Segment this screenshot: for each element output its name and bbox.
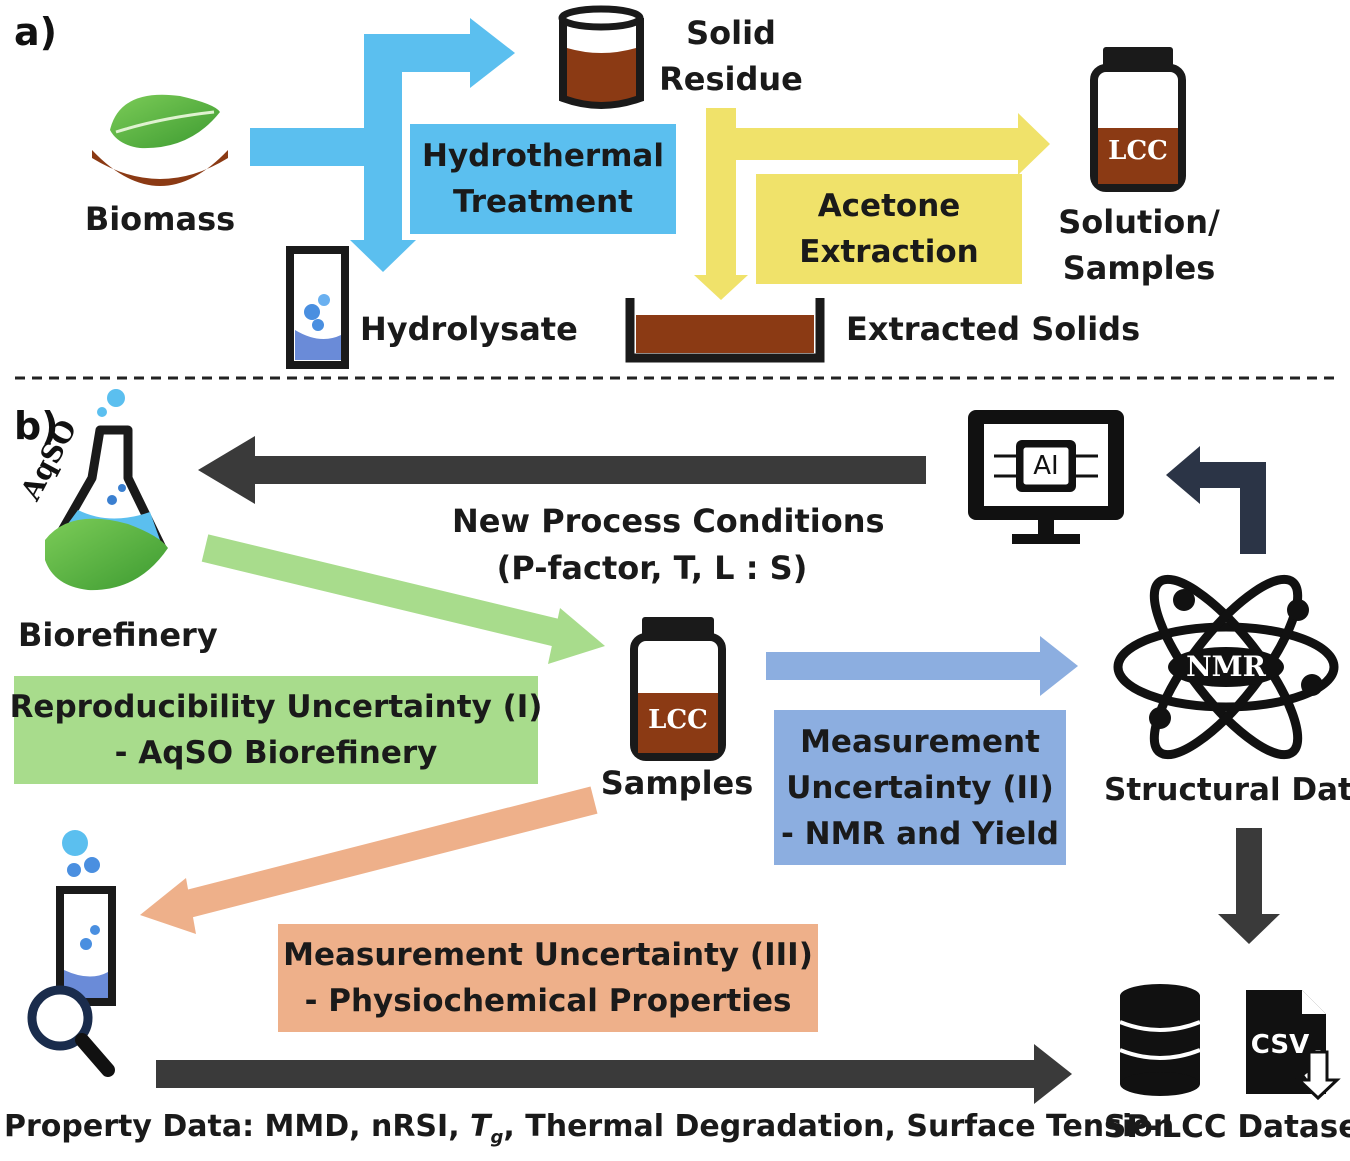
solution-samples-line2: Samples: [1062, 249, 1216, 287]
biomass-icon: [92, 94, 228, 186]
measurement-uncertainty-ii-box: Measurement Uncertainty (II) - NMR and Y…: [774, 710, 1066, 865]
tg-subscript: g: [490, 1127, 504, 1148]
structural-to-dataset-arrow: [1218, 828, 1280, 944]
samples-to-property-arrow: [140, 786, 598, 934]
samples-lcc-jar-label: LCC: [648, 705, 708, 735]
acetone-flow-arrows: [694, 108, 1050, 300]
hydrothermal-treatment-box: Hydrothermal Treatment: [410, 124, 676, 234]
hydrolysate-label: Hydrolysate: [360, 310, 578, 348]
csv-label: CSV: [1250, 1030, 1310, 1060]
biorefinery-to-samples-arrow: [201, 534, 605, 664]
ai-monitor-icon: [968, 410, 1124, 544]
dataset-label: SP-LCC Dataset: [1104, 1109, 1350, 1145]
nmr-atom-icon: [1113, 574, 1339, 760]
property-prefix: Property Data: MMD, nRSI,: [4, 1109, 471, 1144]
tg-symbol: T: [470, 1109, 491, 1144]
measurement-iii-line2: - Physiochemical Properties: [304, 983, 792, 1019]
biomass-label: Biomass: [84, 200, 236, 238]
measurement-iii-line1: Measurement Uncertainty (III): [283, 937, 813, 973]
panel-b-label: b): [14, 404, 59, 448]
solid-residue-label-line1: Solid: [686, 14, 776, 52]
ai-label: AI: [1033, 451, 1059, 481]
measurement-uncertainty-iii-box: Measurement Uncertainty (III) - Physioch…: [278, 924, 818, 1032]
panel-a-label: a): [14, 10, 58, 54]
hydrolysate-tube-icon: [286, 246, 349, 369]
hydrothermal-flow-arrows: [250, 18, 515, 272]
samples-to-nmr-arrow: [766, 636, 1078, 696]
acetone-extraction-box: Acetone Extraction: [756, 174, 1022, 284]
acetone-line1: Acetone: [817, 188, 961, 224]
csv-file-icon: [1246, 990, 1341, 1101]
hydrothermal-line2: Treatment: [452, 184, 633, 220]
reproducibility-line2: - AqSO Biorefinery: [114, 735, 438, 771]
biorefinery-flask-icon: [45, 389, 168, 591]
property-suffix: , Thermal Degradation, Surface Tension: [503, 1109, 1175, 1144]
measurement-ii-line2: Uncertainty (II): [786, 769, 1054, 806]
measurement-ii-line3: - NMR and Yield: [780, 815, 1059, 852]
lcc-jar-label: LCC: [1108, 136, 1168, 166]
acetone-line2: Extraction: [799, 234, 979, 270]
feedback-arrow: [198, 436, 926, 504]
database-icon: [1119, 984, 1201, 1096]
solid-residue-label-line2: Residue: [659, 60, 803, 98]
solution-samples-line1: Solution/: [1058, 203, 1220, 241]
extracted-solids-label: Extracted Solids: [846, 310, 1141, 348]
nmr-label: NMR: [1186, 650, 1266, 683]
new-process-line1: New Process Conditions: [452, 502, 885, 540]
property-to-dataset-arrow: [156, 1044, 1072, 1104]
hydrothermal-line1: Hydrothermal: [422, 138, 664, 174]
structural-to-ai-arrow: [1166, 446, 1266, 554]
samples-lcc-jar-icon: [630, 617, 726, 761]
lcc-jar-icon: [1090, 47, 1186, 192]
reproducibility-uncertainty-box: Reproducibility Uncertainty (I) - AqSO B…: [10, 676, 542, 784]
solid-residue-beaker-icon: [558, 5, 644, 109]
biorefinery-label: Biorefinery: [18, 616, 218, 654]
structural-data-label: Structural Data: [1104, 772, 1350, 808]
magnifier-icon: [27, 985, 115, 1077]
extracted-solids-tray-icon: [625, 298, 825, 363]
measurement-ii-line1: Measurement: [800, 723, 1040, 760]
new-process-line2: (P-factor, T, L : S): [496, 549, 808, 587]
samples-label: Samples: [600, 764, 754, 802]
property-tube-icon: [56, 830, 116, 1006]
property-data-label: Property Data: MMD, nRSI, Tg, Thermal De…: [4, 1104, 1174, 1161]
reproducibility-line1: Reproducibility Uncertainty (I): [9, 689, 543, 725]
